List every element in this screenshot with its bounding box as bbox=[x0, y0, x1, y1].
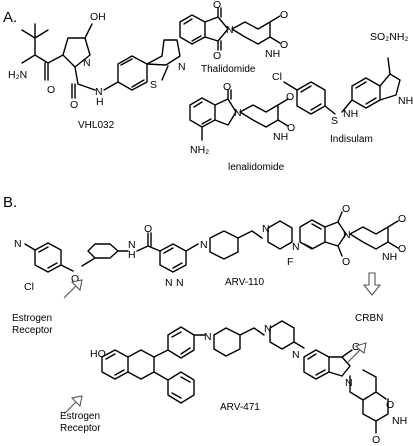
arv110-piperazine-n1: N bbox=[262, 223, 270, 235]
er-label-2-line1: Estrogen bbox=[60, 411, 100, 422]
arrow-arv471-er bbox=[63, 395, 83, 415]
indisulam-nh: NH bbox=[343, 108, 358, 120]
arv110-nh-h: H bbox=[128, 249, 136, 261]
er-label-1-line2: Receptor bbox=[12, 325, 53, 336]
arv471-glut-nh: NH bbox=[392, 415, 407, 427]
vhl032-n-thiazole: N bbox=[178, 61, 186, 73]
arv471-ho: HO bbox=[90, 348, 106, 360]
thalidomide-o1: O bbox=[213, 0, 221, 11]
thalidomide-label: Thalidomide bbox=[201, 64, 256, 75]
arv110-imide-o2: O bbox=[342, 256, 350, 268]
thalidomide-n: N bbox=[226, 24, 234, 36]
arv110-imide-o1: O bbox=[342, 203, 350, 215]
vhl032-o2: O bbox=[70, 99, 78, 111]
arrow-arv471-crbn bbox=[347, 342, 367, 363]
vhl032-structure bbox=[21, 23, 181, 99]
lenalidomide-structure bbox=[189, 89, 289, 141]
panel-label-b: B. bbox=[3, 194, 17, 211]
arv110-pyridazine-n2: N bbox=[176, 277, 184, 289]
arv110-piperazine-n2: N bbox=[292, 241, 300, 253]
arv110-glut-o2: O bbox=[398, 243, 406, 255]
indisulam-cl: Cl bbox=[272, 71, 282, 83]
indisulam-nh-indole: NH bbox=[398, 95, 413, 107]
arv471-lactam-n: N bbox=[345, 377, 353, 389]
vhl032-s: S bbox=[150, 79, 157, 91]
arv471-lactam-o: O bbox=[352, 341, 360, 353]
lenalidomide-o2: O bbox=[286, 91, 294, 103]
vhl032-nh-n: N bbox=[95, 86, 103, 98]
lenalidomide-o1: O bbox=[223, 81, 231, 93]
arv471-piperazine-n2: N bbox=[292, 349, 300, 361]
arv110-piperidine-n: N bbox=[200, 239, 208, 251]
crbn-label: CRBN bbox=[355, 313, 383, 324]
vhl032-o1: O bbox=[47, 84, 55, 96]
panel-label-a: A. bbox=[3, 9, 17, 26]
indisulam-label: Indisulam bbox=[330, 134, 373, 145]
arv110-pyridazine-n1: N bbox=[165, 277, 173, 289]
er-label-2-line2: Receptor bbox=[60, 423, 101, 434]
arv110-glut-o1: O bbox=[398, 213, 406, 225]
arv110-imide-n: N bbox=[343, 229, 351, 241]
lenalidomide-o3: O bbox=[287, 122, 295, 134]
thalidomide-structure bbox=[179, 7, 281, 51]
arv110-structure bbox=[24, 211, 399, 273]
vhl032-h2n: H₂N bbox=[8, 69, 27, 81]
thalidomide-o3: O bbox=[280, 9, 288, 21]
arv110-glut-nh: NH bbox=[382, 251, 397, 263]
arv110-label: ARV-110 bbox=[225, 277, 265, 288]
indisulam-structure bbox=[283, 57, 401, 115]
lenalidomide-nh: NH bbox=[273, 131, 288, 143]
arv110-n-nitrile: N bbox=[14, 238, 22, 250]
arv471-glut-o2: O bbox=[372, 434, 380, 446]
vhl032-nh-h: H bbox=[96, 96, 104, 108]
indisulam-s: S bbox=[331, 115, 338, 127]
arrow-arv110-crbn bbox=[362, 272, 382, 296]
arv471-glut-o1: O bbox=[386, 399, 394, 411]
arv471-piperidine-n: N bbox=[204, 331, 212, 343]
arv471-structure bbox=[101, 320, 389, 434]
arv110-nh-n: N bbox=[128, 239, 136, 251]
arv110-f: F bbox=[287, 256, 293, 268]
arv471-label: ARV-471 bbox=[220, 402, 260, 413]
lenalidomide-n: N bbox=[234, 107, 242, 119]
thalidomide-o4: O bbox=[280, 39, 288, 51]
vhl032-n-ring: N bbox=[83, 57, 91, 69]
lenalidomide-label: lenalidomide bbox=[228, 162, 285, 173]
arv110-amide-o: O bbox=[144, 223, 152, 235]
arv110-o: O bbox=[71, 273, 79, 285]
vhl032-label: VHL032 bbox=[78, 120, 115, 131]
lenalidomide-nh2: NH₂ bbox=[190, 144, 209, 156]
arrow-arv110-er bbox=[63, 279, 83, 299]
arv471-piperazine-n1: N bbox=[264, 323, 272, 335]
indisulam-so2nh2: SO₂NH₂ bbox=[370, 31, 409, 43]
thalidomide-nh: NH bbox=[265, 48, 280, 60]
thalidomide-o2: O bbox=[213, 50, 221, 62]
arv110-cl: Cl bbox=[24, 281, 34, 293]
er-label-1-line1: Estrogen bbox=[12, 313, 52, 324]
vhl032-oh: OH bbox=[90, 11, 106, 23]
